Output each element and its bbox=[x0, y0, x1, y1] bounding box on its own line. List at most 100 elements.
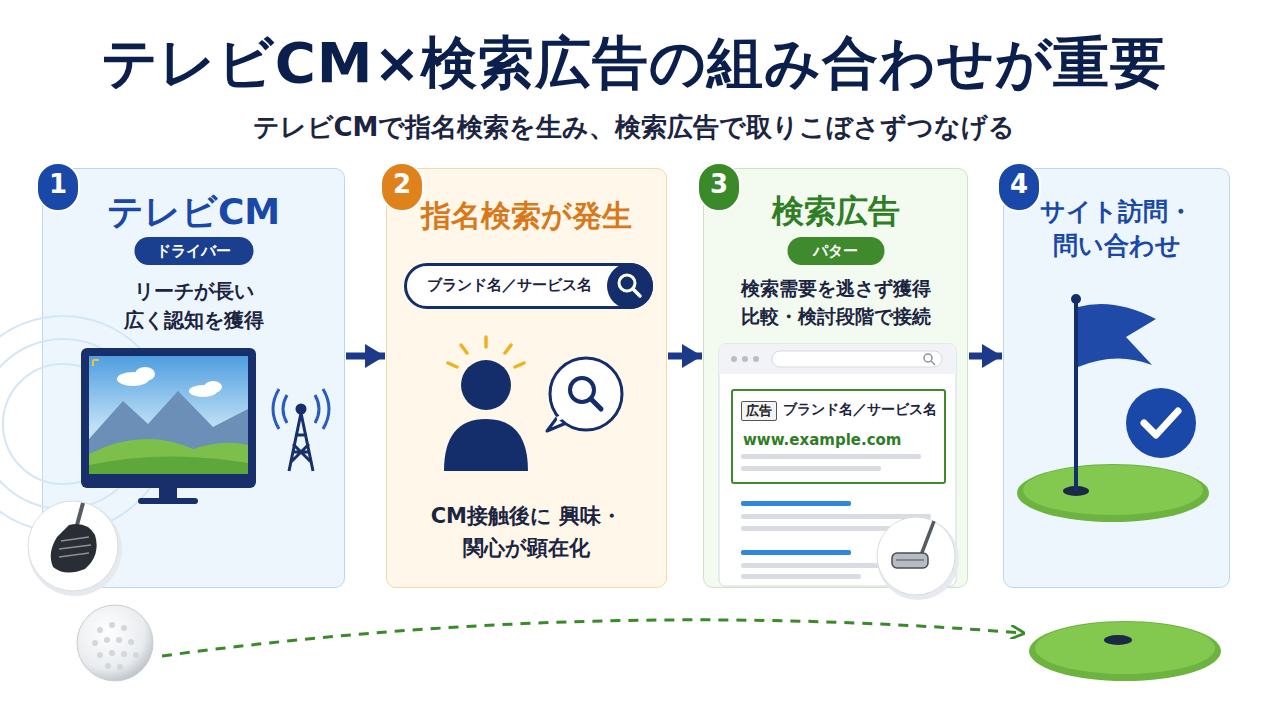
ball-path bbox=[162, 620, 1022, 656]
step-panel: 指名検索が発生CM接触後に 興味・関心が顕在化2ブランド名／サービス名 bbox=[386, 168, 667, 588]
putter-club bbox=[921, 521, 934, 555]
person-icon bbox=[444, 419, 528, 471]
search-box: ブランド名／サービス名 bbox=[404, 263, 653, 309]
step-body: リーチが長い 広く認知を獲得 bbox=[94, 277, 294, 335]
person-icon bbox=[461, 360, 511, 410]
golf-ball bbox=[92, 640, 98, 646]
subtitle: テレビCMで指名検索を生み、検索広告で取りこぼさずつなげる bbox=[0, 110, 1268, 145]
ball-path bbox=[162, 620, 1022, 656]
tv-monitor bbox=[204, 381, 222, 393]
search-box-fill bbox=[633, 289, 640, 296]
golf-ball bbox=[128, 639, 134, 645]
green-hole bbox=[1029, 621, 1221, 681]
search-box-fill bbox=[404, 263, 653, 309]
browser-window bbox=[741, 563, 891, 568]
flow-arrow bbox=[668, 353, 702, 360]
golf-ball bbox=[97, 627, 103, 633]
golf-ball bbox=[116, 637, 122, 643]
tv-monitor bbox=[93, 360, 99, 366]
step-number: 2 bbox=[380, 162, 424, 212]
person-icon bbox=[515, 363, 524, 367]
role-pill: パター bbox=[787, 237, 884, 265]
golf-ball bbox=[77, 605, 153, 681]
search-query: ブランド名／サービス名 bbox=[427, 276, 592, 295]
check-mark bbox=[1126, 388, 1196, 458]
search-box-fill bbox=[607, 263, 653, 309]
golf-ball bbox=[104, 637, 110, 643]
green-hole bbox=[1104, 635, 1132, 645]
putter-club bbox=[877, 518, 959, 600]
browser-window bbox=[741, 466, 881, 471]
ad-tag: 広告 bbox=[741, 401, 777, 421]
flag bbox=[1074, 301, 1078, 491]
check-mark bbox=[1126, 388, 1196, 458]
golf-ball bbox=[109, 622, 115, 628]
driver-club bbox=[51, 524, 97, 572]
step-number-text: 4 bbox=[999, 164, 1039, 204]
putter-club bbox=[877, 517, 959, 600]
golf-ball bbox=[117, 664, 123, 670]
step-body: CM接触後に 興味・関心が顕在化 bbox=[417, 501, 637, 564]
antenna-tower bbox=[289, 413, 313, 471]
role-text: パター bbox=[813, 240, 858, 262]
ad-tag-text: 広告 bbox=[746, 402, 772, 420]
step-heading: 検索広告 bbox=[772, 191, 900, 231]
golf-ball bbox=[133, 652, 139, 658]
browser-window bbox=[741, 454, 921, 459]
step-number-text: 3 bbox=[699, 164, 739, 204]
tv-monitor bbox=[138, 498, 198, 504]
step-heading: サイト訪問・問い合わせ bbox=[1034, 195, 1199, 263]
person-icon bbox=[448, 363, 457, 367]
golf-ball bbox=[121, 651, 127, 657]
role-text: ドライバー bbox=[156, 240, 231, 262]
step-heading: 指名検索が発生 bbox=[421, 197, 632, 235]
browser-window bbox=[731, 356, 737, 362]
antenna-tower bbox=[273, 389, 287, 429]
antenna-tower bbox=[315, 389, 329, 429]
putter-club bbox=[892, 553, 928, 568]
browser-window bbox=[741, 574, 861, 579]
browser-illustration bbox=[704, 169, 969, 589]
speech-bubble bbox=[547, 358, 622, 431]
flag bbox=[1071, 294, 1156, 491]
flow-arrow bbox=[346, 353, 385, 360]
step-number-text: 1 bbox=[38, 164, 78, 204]
browser-window bbox=[772, 351, 942, 367]
search-ad: ブランド名／サービス名www.example.com広告 bbox=[731, 389, 946, 484]
flag bbox=[1071, 294, 1081, 304]
step-panel: テレビCMリーチが長い 広く認知を獲得1ドライバー bbox=[42, 168, 345, 588]
title: テレビCM×検索広告の組み合わせが重要 bbox=[0, 26, 1268, 102]
browser-window bbox=[719, 344, 956, 374]
person-icon bbox=[461, 345, 467, 353]
putting-green bbox=[1017, 464, 1209, 522]
antenna-tower bbox=[297, 405, 305, 413]
driver-club bbox=[28, 501, 122, 596]
speech-bubble bbox=[591, 399, 601, 409]
green-hole bbox=[1035, 622, 1215, 674]
step-panel: サイト訪問・問い合わせ4 bbox=[1003, 168, 1230, 588]
browser-window bbox=[741, 526, 891, 531]
browser-window bbox=[741, 550, 851, 555]
golf-ball bbox=[97, 652, 103, 658]
putter-club bbox=[877, 517, 955, 595]
driver-club bbox=[77, 503, 83, 525]
role-pill: ドライバー bbox=[134, 237, 253, 265]
speech-bubble bbox=[557, 415, 568, 419]
driver-club bbox=[28, 502, 122, 596]
check-mark bbox=[1144, 411, 1178, 435]
step-number: 1 bbox=[36, 162, 80, 212]
tv-monitor bbox=[89, 456, 248, 474]
browser-window bbox=[741, 514, 931, 519]
tv-monitor bbox=[89, 439, 248, 474]
person-icon bbox=[505, 345, 511, 353]
step-body: 検索需要を逃さず獲得 比較・検討段階で接続 bbox=[721, 275, 951, 330]
browser-window bbox=[741, 501, 851, 506]
tv-monitor bbox=[89, 356, 248, 474]
tv-monitor bbox=[81, 348, 256, 504]
green-hole bbox=[1029, 621, 1221, 681]
browser-window bbox=[742, 356, 748, 362]
putting-green bbox=[1023, 465, 1203, 515]
golf-ball bbox=[109, 650, 115, 656]
golf-ball bbox=[92, 622, 139, 670]
